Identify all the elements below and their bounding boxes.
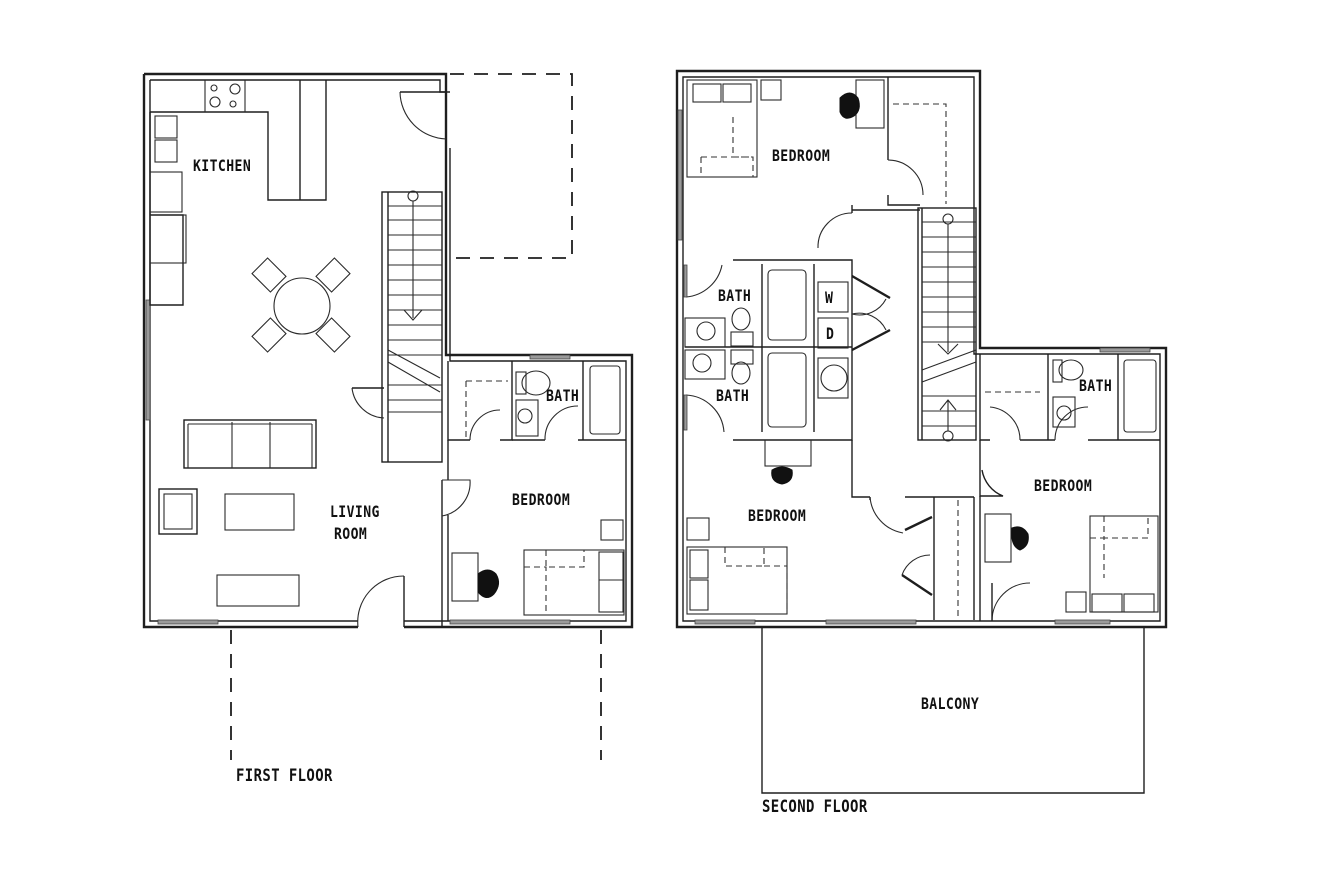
room-label-bath-upper: BATH: [718, 286, 752, 305]
room-label-living-line2: ROOM: [334, 524, 368, 543]
room-label-living-line1: LIVING: [330, 502, 380, 521]
appliance-label-washer: W: [825, 288, 834, 307]
room-label-kitchen: KITCHEN: [193, 156, 252, 175]
floor-title-second: SECOND FLOOR: [762, 797, 868, 817]
appliance-label-dryer: D: [826, 324, 835, 343]
room-label-bedroom-first: BEDROOM: [512, 490, 571, 509]
room-label-bedroom-right: BEDROOM: [1034, 476, 1093, 495]
first-floor-plan: [142, 72, 634, 760]
second-floor-plan: [675, 69, 1168, 794]
room-label-balcony: BALCONY: [921, 694, 980, 713]
room-label-bedroom-top: BEDROOM: [772, 146, 831, 165]
room-label-bedroom-left: BEDROOM: [748, 506, 807, 525]
floor-title-first: FIRST FLOOR: [236, 766, 333, 786]
room-label-bath-right: BATH: [1079, 376, 1113, 395]
room-label-bath-lower: BATH: [716, 386, 750, 405]
room-label-bath-first: BATH: [546, 386, 580, 405]
